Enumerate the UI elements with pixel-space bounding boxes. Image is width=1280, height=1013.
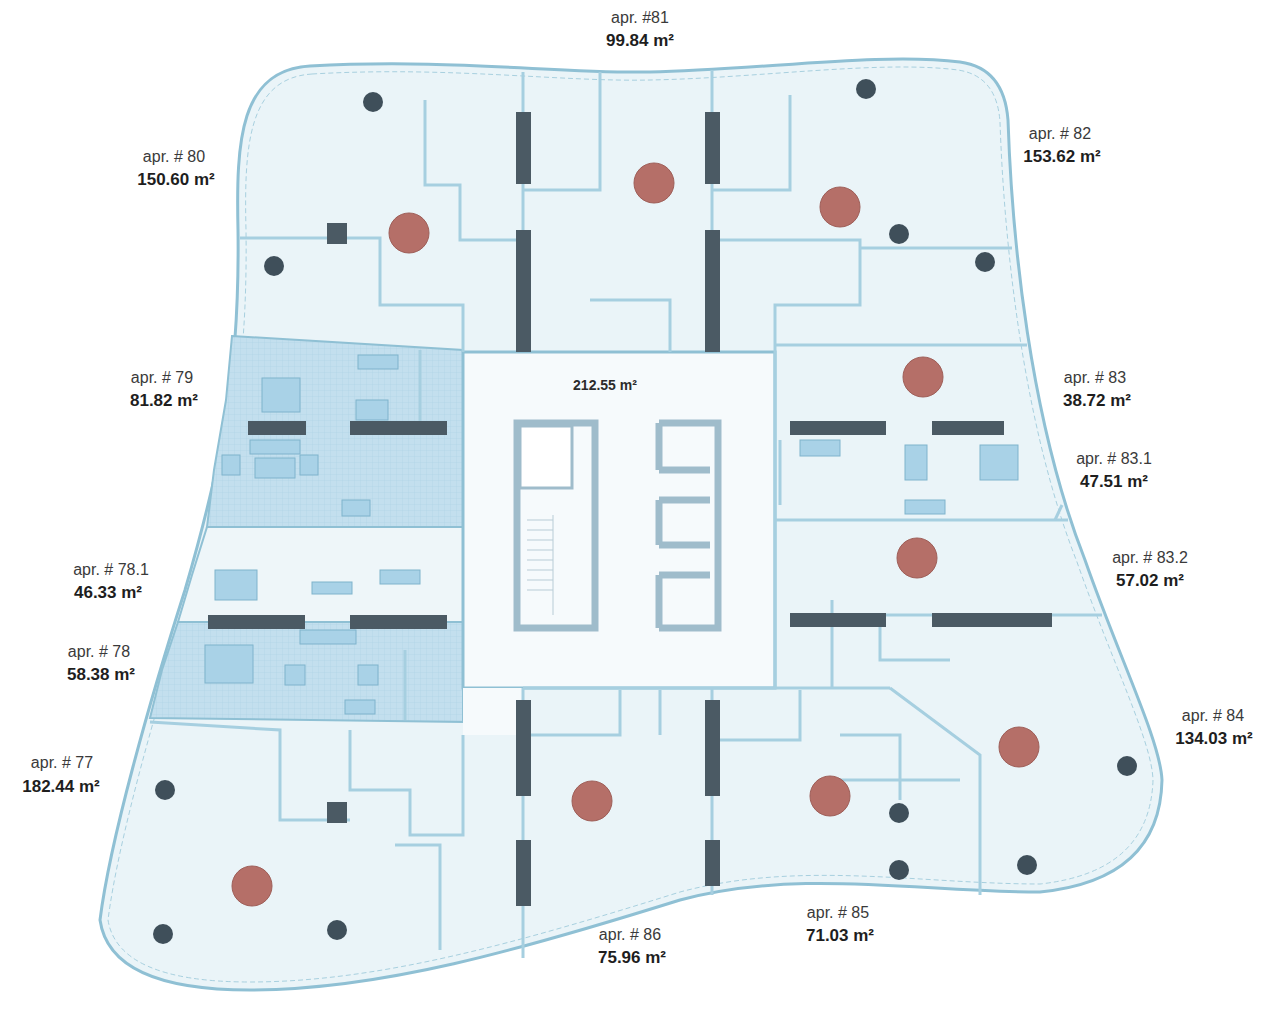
apartment-number: apr. # 85 <box>807 904 869 922</box>
building-outline <box>100 59 1162 990</box>
apartment-area: 58.38 m² <box>67 666 135 685</box>
core-hall <box>463 352 775 688</box>
apartment-number: apr. # 77 <box>31 754 93 772</box>
glazing-line <box>108 67 1153 982</box>
apartment-area: 57.02 m² <box>1116 572 1184 591</box>
apartment-area: 153.62 m² <box>1023 148 1101 167</box>
stair-steps <box>527 515 553 615</box>
apartment-area: 150.60 m² <box>137 171 215 190</box>
apartment-area: 71.03 m² <box>806 927 874 946</box>
apartment-number: apr. # 84 <box>1182 707 1244 725</box>
apartment-number: apr. # 83.1 <box>1076 450 1152 468</box>
apartment-number: apr. # 80 <box>143 148 205 166</box>
structural-walls <box>208 112 1052 906</box>
apartment-plain <box>178 527 463 622</box>
apartment-highlight <box>150 622 463 722</box>
red-spots <box>232 163 1039 906</box>
furniture <box>205 355 1018 714</box>
lift-shafts <box>659 423 718 628</box>
core-area: 212.55 m² <box>573 378 637 393</box>
apartment-number: apr. # 79 <box>131 369 193 387</box>
apartment-number: apr. # 82 <box>1029 125 1091 143</box>
apartment-area: 46.33 m² <box>74 584 142 603</box>
apartment-area: 47.51 m² <box>1080 473 1148 492</box>
apartment-number: apr. # 78 <box>68 643 130 661</box>
stair-landing <box>520 426 572 488</box>
partition-walls <box>150 70 1102 958</box>
apartment-number: apr. # 78.1 <box>73 561 149 579</box>
apartment-number: apr. # 86 <box>599 926 661 944</box>
apartment-area: 38.72 m² <box>1063 392 1131 411</box>
columns <box>153 79 1137 944</box>
apartment-area: 81.82 m² <box>130 392 198 411</box>
apartment-area: 75.96 m² <box>598 949 666 968</box>
stair-core <box>517 423 595 628</box>
apartment-number: apr. # 83 <box>1064 369 1126 387</box>
apartment-number: apr. #81 <box>611 9 669 27</box>
corridor <box>463 688 523 735</box>
apartment-highlight <box>207 336 463 527</box>
apartment-area: 182.44 m² <box>22 778 100 797</box>
apartment-area: 99.84 m² <box>606 32 674 51</box>
apartment-area: 134.03 m² <box>1175 730 1253 749</box>
apartment-number: apr. # 83.2 <box>1112 549 1188 567</box>
